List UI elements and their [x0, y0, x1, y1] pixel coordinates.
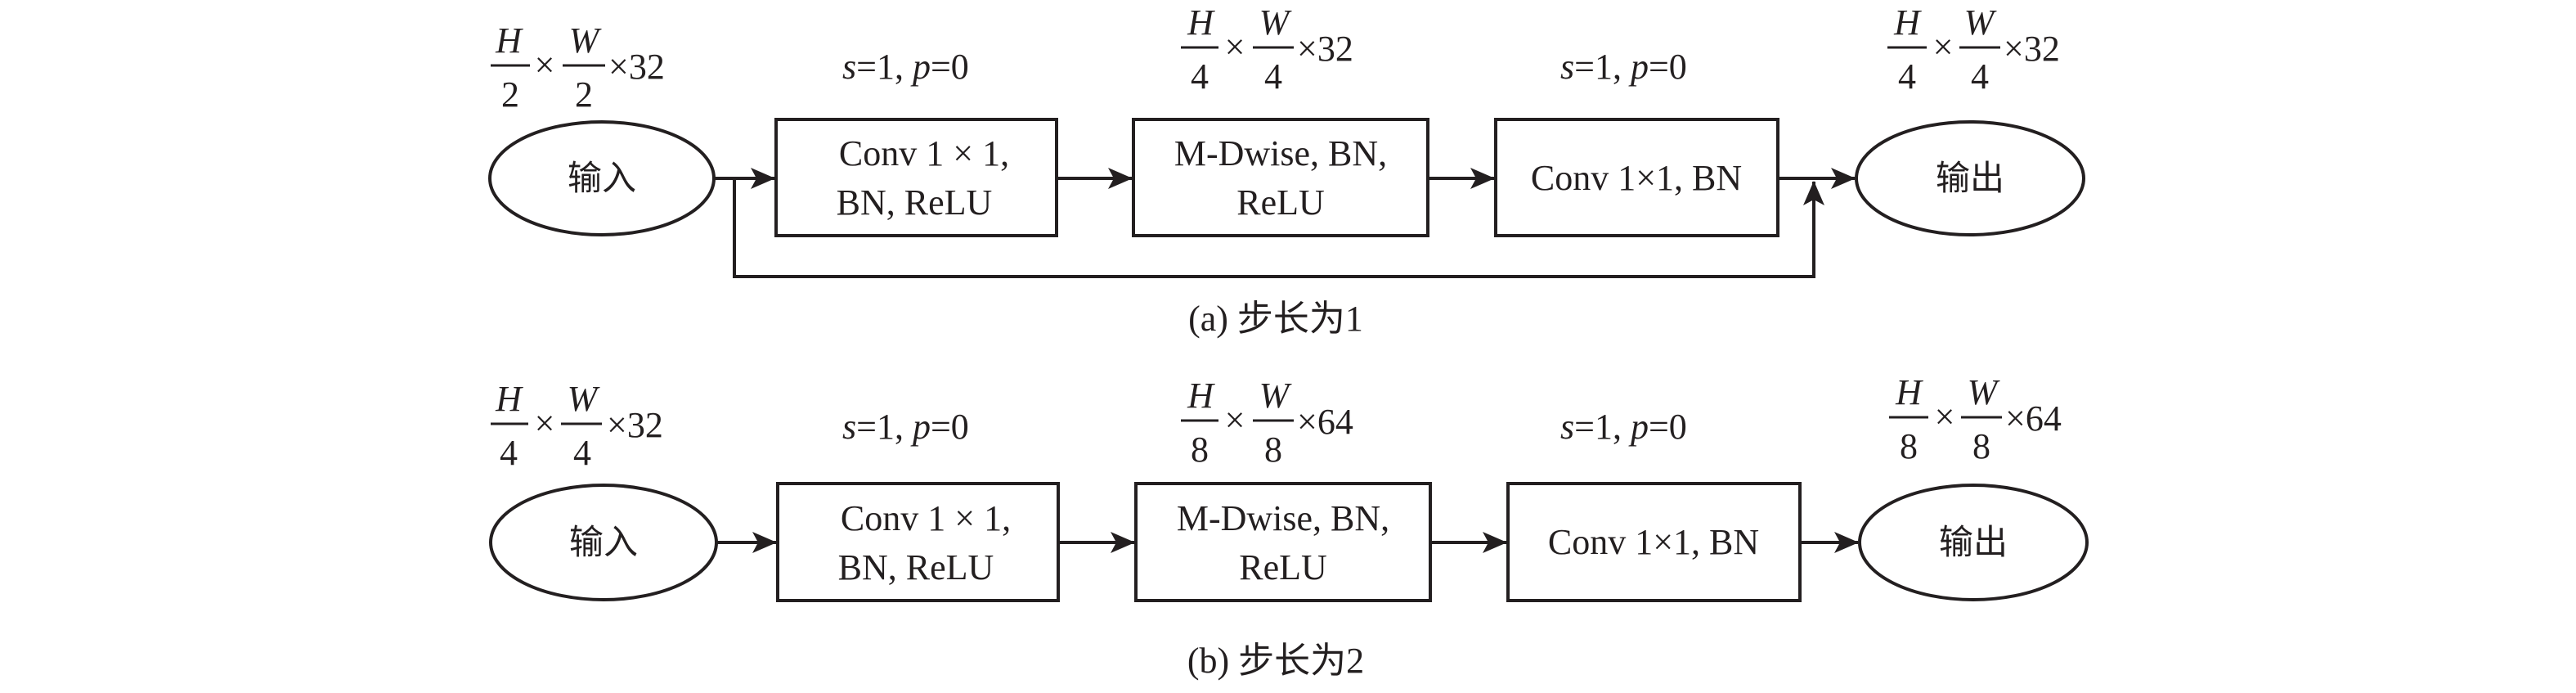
- caption-b: (b) 步长为2: [1187, 641, 1364, 681]
- frac-h-den: 4: [1898, 56, 1916, 97]
- times-sign: ×: [1225, 27, 1245, 67]
- channels: ×64: [2005, 398, 2062, 439]
- params-2-b: s=1, p=0: [1560, 407, 1687, 447]
- param-p: p: [1628, 47, 1649, 87]
- frac-w-num: W: [1964, 2, 1997, 43]
- frac-w-num: W: [1259, 376, 1292, 416]
- channels: ×32: [608, 47, 665, 87]
- frac-h-num: H: [1187, 2, 1215, 43]
- params-1-a: s=1, p=0: [842, 47, 969, 87]
- shortcut-connection: [733, 178, 1824, 278]
- frac-h-den: 2: [501, 74, 519, 115]
- param-p: p: [910, 47, 931, 87]
- param-p-value: =0: [931, 47, 969, 87]
- param-s-value: =1,: [1574, 407, 1631, 447]
- param-p-value: =0: [931, 407, 969, 447]
- frac-w-den: 4: [573, 433, 591, 473]
- times-sign: ×: [535, 45, 555, 85]
- block-label-line1: M-Dwise, BN,: [1174, 133, 1387, 173]
- frac-h-num: H: [1895, 372, 1923, 412]
- block-label-line2: ReLU: [1239, 547, 1327, 587]
- input-label: 输入: [569, 522, 638, 562]
- input-label: 输入: [568, 158, 636, 198]
- frac-h-den: 8: [1191, 430, 1209, 470]
- block-label-line1: Conv 1 × 1,: [839, 133, 1009, 173]
- param-s-value: =1,: [1574, 47, 1631, 87]
- output-dims-a: H 4 × W 4 ×32: [1887, 2, 2060, 97]
- block-label-line1: Conv 1 × 1,: [841, 498, 1011, 538]
- output-label: 输出: [1939, 522, 2008, 562]
- frac-w-den: 8: [1264, 430, 1282, 470]
- param-s: s: [842, 407, 856, 447]
- times-sign: ×: [1933, 27, 1954, 67]
- frac-w-num: W: [569, 20, 602, 61]
- block-label-line1: M-Dwise, BN,: [1177, 498, 1389, 538]
- output-node: [1858, 484, 2089, 601]
- param-p: p: [1628, 407, 1649, 447]
- block-label-line1: Conv 1×1, BN: [1548, 522, 1759, 562]
- diagram-b: H 4 × W 4 ×32 s=1, p=0 H 8 × W 8 ×64 s=1…: [489, 372, 2089, 681]
- diagram-a: H 2 × W 2 ×32 s=1, p=0 H 4 × W 4 ×32 s=1…: [488, 2, 2085, 339]
- output-node: [1855, 120, 2085, 236]
- mid-dims-a: H 4 × W 4 ×32: [1181, 2, 1353, 97]
- param-s: s: [842, 47, 856, 87]
- frac-h-den: 4: [500, 433, 518, 473]
- times-sign: ×: [535, 403, 555, 443]
- mid-dims-b: H 8 × W 8 ×64: [1181, 376, 1353, 470]
- block-label-line2: ReLU: [1236, 182, 1325, 223]
- param-s-value: =1,: [856, 47, 913, 87]
- block-label-line2: BN, ReLU: [837, 182, 993, 223]
- frac-w-num: W: [1259, 2, 1292, 43]
- input-dims-b: H 4 × W 4 ×32: [491, 379, 663, 473]
- frac-h-num: H: [495, 379, 523, 419]
- param-p: p: [910, 407, 931, 447]
- output-dims-b: H 8 × W 8 ×64: [1889, 372, 2062, 466]
- frac-h-num: H: [1893, 2, 1922, 43]
- caption-a: (a) 步长为1: [1188, 299, 1363, 339]
- times-sign: ×: [1225, 400, 1245, 440]
- frac-h-den: 8: [1900, 426, 1918, 466]
- times-sign: ×: [1935, 397, 1955, 437]
- channels: ×32: [1297, 29, 1353, 69]
- frac-h-den: 4: [1191, 56, 1209, 97]
- frac-w-den: 4: [1264, 56, 1282, 97]
- param-p-value: =0: [1649, 407, 1687, 447]
- channels: ×32: [2004, 29, 2060, 69]
- frac-w-num: W: [1968, 372, 2000, 412]
- params-2-a: s=1, p=0: [1560, 47, 1687, 87]
- param-s: s: [1560, 407, 1574, 447]
- param-s: s: [1560, 47, 1574, 87]
- frac-w-num: W: [568, 379, 600, 419]
- block-label-line2: BN, ReLU: [838, 547, 994, 587]
- param-p-value: =0: [1649, 47, 1687, 87]
- frac-w-den: 2: [575, 74, 593, 115]
- param-s-value: =1,: [856, 407, 913, 447]
- frac-h-num: H: [495, 20, 523, 61]
- frac-w-den: 4: [1971, 56, 1989, 97]
- frac-w-den: 8: [1972, 426, 1990, 466]
- params-1-b: s=1, p=0: [842, 407, 969, 447]
- frac-h-num: H: [1187, 376, 1215, 416]
- channels: ×32: [607, 405, 663, 445]
- output-label: 输出: [1936, 158, 2004, 198]
- channels: ×64: [1297, 402, 1353, 442]
- block-label-line1: Conv 1×1, BN: [1531, 158, 1742, 198]
- input-dims-a: H 2 × W 2 ×32: [491, 20, 665, 115]
